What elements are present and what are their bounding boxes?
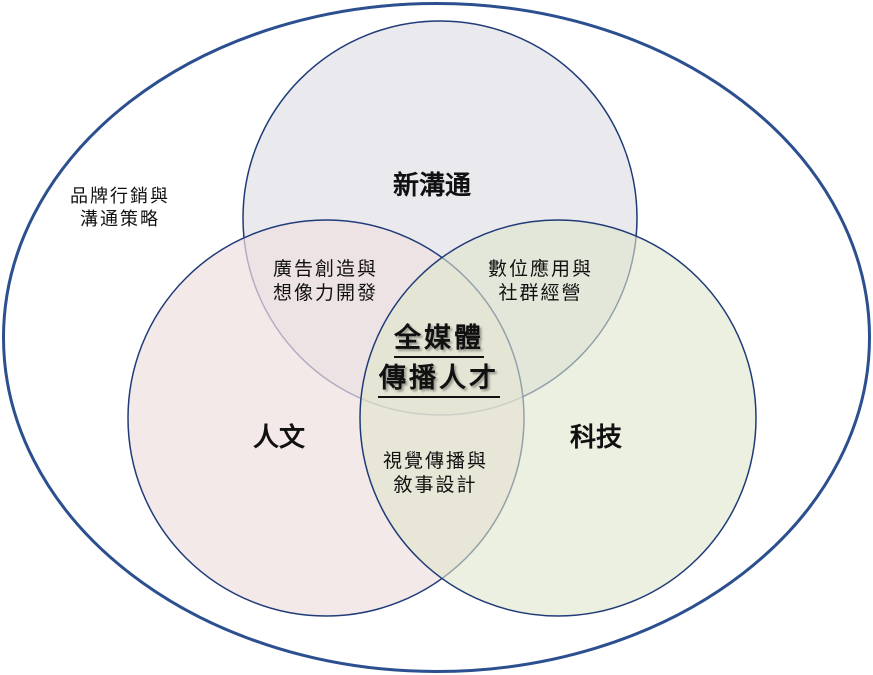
overlap-top-right-line1: 數位應用與 xyxy=(488,258,594,280)
overlap-top-left-line2: 想像力開發 xyxy=(273,281,379,304)
overlap-top-right-line2: 社群經營 xyxy=(498,281,583,304)
overlap-top-right-label: 數位應用與 社群經營 xyxy=(488,258,593,306)
top-circle-label: 新溝通 xyxy=(393,171,472,201)
circle-right xyxy=(359,219,757,617)
left-circle-label: 人文 xyxy=(253,423,306,453)
outer-label: 品牌行銷與 溝通策略 xyxy=(70,186,170,231)
overlap-left-right-line2: 敘事設計 xyxy=(393,473,478,496)
overlap-left-right-label: 視覺傳播與 敘事設計 xyxy=(383,450,488,498)
right-circle-label: 科技 xyxy=(570,423,623,453)
outer-label-line1: 品牌行銷與 xyxy=(70,186,170,207)
center-label: 全媒體 傳播人才 xyxy=(378,322,500,402)
overlap-top-left-line1: 廣告創造與 xyxy=(273,258,379,280)
center-line1: 全媒體 xyxy=(394,322,484,358)
overlap-top-left-label: 廣告創造與 想像力開發 xyxy=(273,258,378,306)
outer-label-line2: 溝通策略 xyxy=(80,208,160,230)
overlap-left-right-line1: 視覺傳播與 xyxy=(383,450,489,472)
center-line2: 傳播人才 xyxy=(378,362,500,398)
